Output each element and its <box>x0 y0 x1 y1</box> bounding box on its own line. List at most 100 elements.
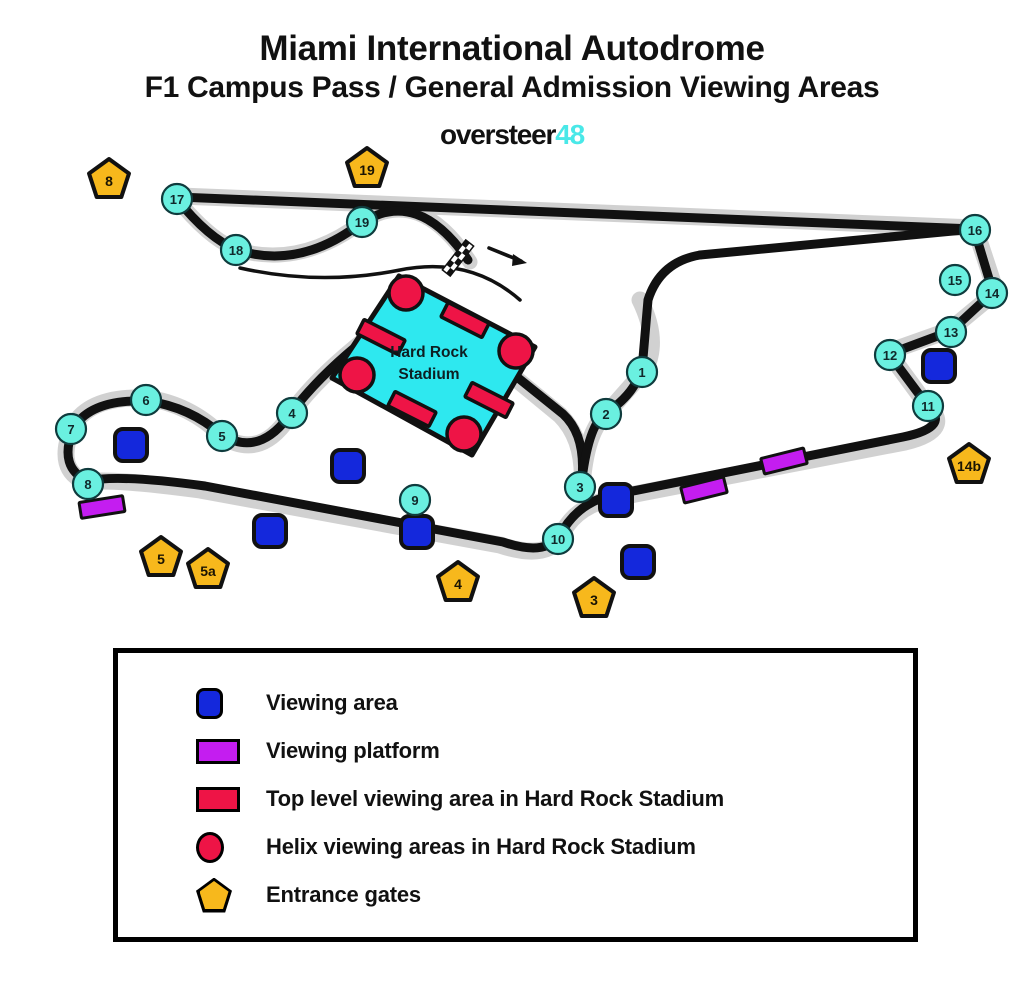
header: Miami International Autodrome F1 Campus … <box>0 28 1024 151</box>
corner-marker: 17 <box>160 182 194 216</box>
corner-marker: 15 <box>938 263 972 297</box>
corner-marker: 10 <box>541 522 575 556</box>
entrance-gate-label: 14b <box>957 458 981 474</box>
corner-marker-label: 19 <box>355 215 369 230</box>
top-level-viewing-area <box>463 381 515 419</box>
corner-marker-label: 6 <box>142 393 149 408</box>
viewing-area <box>330 448 366 484</box>
entrance-gate-label: 8 <box>105 173 113 189</box>
legend-label: Helix viewing areas in Hard Rock Stadium <box>266 834 696 859</box>
corner-marker: 19 <box>345 205 379 239</box>
viewing-area <box>921 348 957 384</box>
corner-marker: 12 <box>873 338 907 372</box>
start-finish-line <box>441 238 475 278</box>
corner-marker-label: 3 <box>576 480 583 495</box>
legend-item-viewing-platform: Viewing platform <box>196 729 724 773</box>
corner-marker: 6 <box>129 383 163 417</box>
corner-marker-label: 5 <box>218 429 225 444</box>
viewing-platform <box>679 475 729 505</box>
corner-marker: 3 <box>563 470 597 504</box>
corner-marker-label: 11 <box>921 399 935 414</box>
corner-marker: 11 <box>911 389 945 423</box>
legend-label: Viewing area <box>266 690 398 715</box>
corner-marker-label: 15 <box>948 273 962 288</box>
entrance-gate-label: 5a <box>200 563 216 579</box>
corner-marker: 13 <box>934 315 968 349</box>
entrance-gate-label: 19 <box>359 162 375 178</box>
direction-arrow-icon <box>487 246 527 266</box>
corner-marker: 4 <box>275 396 309 430</box>
viewing-platform-swatch <box>196 738 256 764</box>
corner-marker: 9 <box>398 483 432 517</box>
corner-marker-label: 2 <box>602 407 609 422</box>
page-title: Miami International Autodrome <box>259 29 765 68</box>
corner-marker: 8 <box>71 467 105 501</box>
stadium-label-line1: Hard Rock <box>390 344 468 361</box>
helix-viewing-area <box>387 274 425 312</box>
corner-marker: 14 <box>975 276 1009 310</box>
stadium-top-level-areas <box>355 301 515 428</box>
legend-item-top-level: Top level viewing area in Hard Rock Stad… <box>196 777 724 821</box>
entrance-gate-label: 5 <box>157 551 165 567</box>
entrance-gate: 14b <box>947 442 991 484</box>
corner-marker: 18 <box>219 233 253 267</box>
corner-marker-label: 8 <box>84 477 91 492</box>
corner-marker-label: 14 <box>985 286 1000 301</box>
corner-marker-label: 7 <box>67 422 74 437</box>
stadium-label-line2: Stadium <box>398 366 459 383</box>
entrance-gate-label: 4 <box>454 576 462 592</box>
top-level-viewing-area <box>355 318 407 356</box>
corner-marker-label: 16 <box>968 223 982 238</box>
top-level-viewing-area <box>386 390 438 428</box>
viewing-platform <box>77 494 127 520</box>
corner-marker-label: 4 <box>288 406 296 421</box>
top-level-viewing-area <box>439 301 491 339</box>
entrance-gate: 4 <box>436 560 480 602</box>
legend-item-helix: Helix viewing areas in Hard Rock Stadium <box>196 825 724 869</box>
viewing-area <box>252 513 288 549</box>
viewing-area <box>113 427 149 463</box>
top-level-swatch <box>196 786 256 812</box>
legend-item-entrance-gates: Entrance gates <box>196 873 724 917</box>
entrance-gate: 8 <box>87 157 131 199</box>
corner-marker-label: 12 <box>883 348 897 363</box>
entrance-gate-label: 3 <box>590 592 598 608</box>
corner-marker-label: 17 <box>170 192 184 207</box>
viewing-area <box>399 514 435 550</box>
helix-viewing-area <box>445 415 483 453</box>
corner-marker-label: 9 <box>411 493 418 508</box>
viewing-area <box>620 544 656 580</box>
entrance-gate-swatch <box>196 877 256 913</box>
corner-marker: 2 <box>589 397 623 431</box>
page-subtitle: F1 Campus Pass / General Admission Viewi… <box>144 71 880 105</box>
corner-marker: 7 <box>54 412 88 446</box>
corner-marker-label: 13 <box>944 325 958 340</box>
track-runoff <box>57 187 1005 560</box>
corner-marker: 1 <box>625 355 659 389</box>
viewing-platforms <box>77 446 809 520</box>
helix-viewing-area <box>497 332 535 370</box>
hard-rock-stadium: Hard Rock Stadium <box>329 273 538 458</box>
viewing-area-swatch <box>196 687 256 719</box>
oversteer48-logo: oversteer48 <box>0 119 1024 151</box>
legend-label: Viewing platform <box>266 738 440 763</box>
legend-rows: Viewing area Viewing platform Top level … <box>196 681 724 917</box>
corner-marker-label: 10 <box>551 532 565 547</box>
logo-word: oversteer <box>439 118 556 150</box>
corner-marker: 5 <box>205 419 239 453</box>
legend-item-viewing-area: Viewing area <box>196 681 724 725</box>
corner-marker-label: 18 <box>229 243 243 258</box>
legend-label: Top level viewing area in Hard Rock Stad… <box>266 786 725 811</box>
entrance-gate: 3 <box>572 576 616 618</box>
corner-marker-label: 1 <box>638 365 645 380</box>
viewing-area <box>598 482 634 518</box>
viewing-areas <box>113 348 957 580</box>
helix-viewing-area <box>338 356 376 394</box>
entrance-gate: 5 <box>139 535 183 577</box>
legend-label: Entrance gates <box>266 882 421 907</box>
logo-number: 48 <box>555 118 585 150</box>
